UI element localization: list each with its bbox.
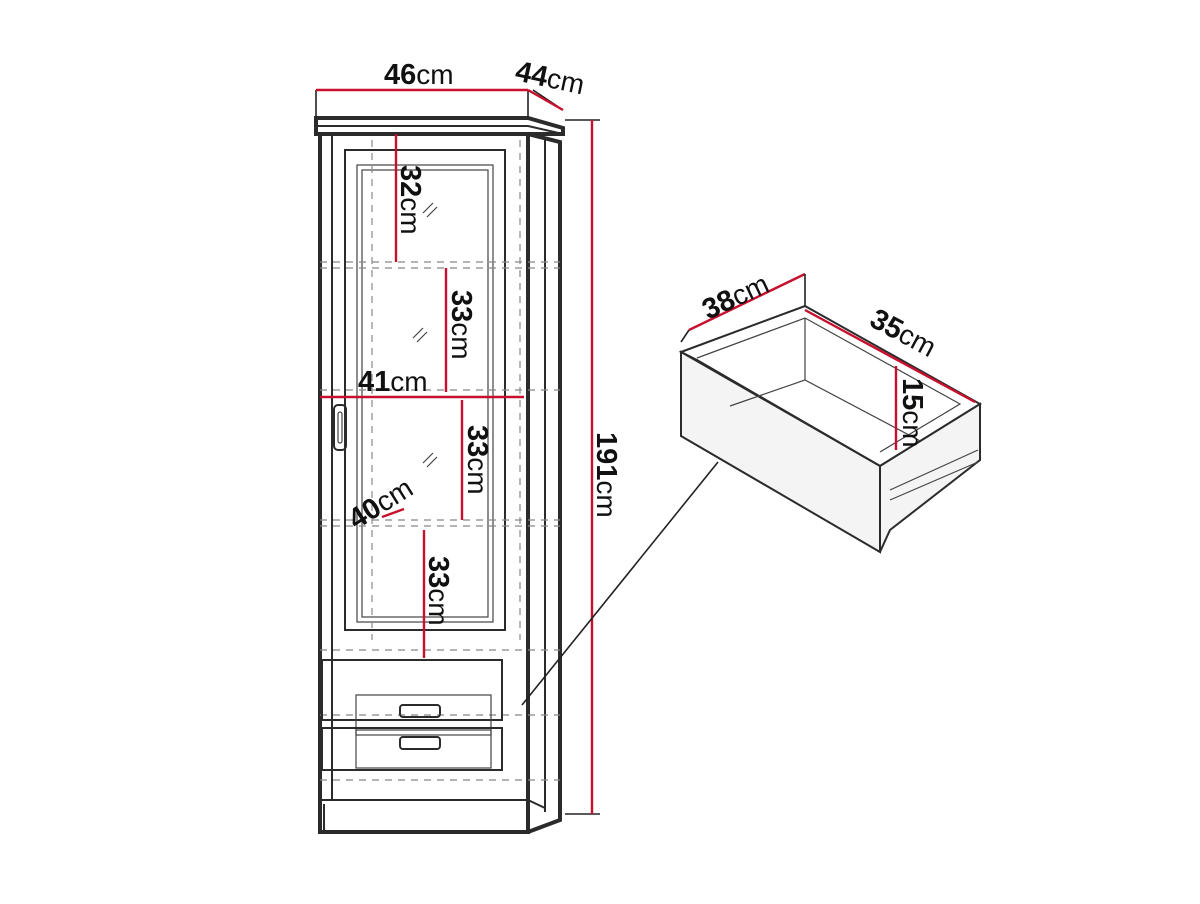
drawer-depth-label: 35cm xyxy=(865,303,941,364)
cabinet-height-label: 191cm xyxy=(590,432,622,518)
drawer-depth-dimension-line xyxy=(804,308,976,404)
shelf-4-height-label: 33cm xyxy=(422,556,454,626)
drawer-lower xyxy=(321,727,503,771)
cabinet-plinth xyxy=(320,799,546,809)
cabinet-crown xyxy=(314,116,565,136)
cabinet xyxy=(314,116,565,834)
drawer-detail xyxy=(678,272,982,554)
drawer-lower-handle xyxy=(399,736,441,750)
cabinet-width-label: 46cm xyxy=(384,59,454,91)
drawer-upper-panel xyxy=(355,694,492,736)
shelf-depth-dimension-line xyxy=(381,507,405,519)
drawer-top-inner xyxy=(696,317,962,453)
glass-reflection-2 xyxy=(412,327,428,343)
shelf-width-label: 41cm xyxy=(358,366,428,398)
door-handle-grip xyxy=(337,411,343,444)
cabinet-crown-edge xyxy=(316,125,564,135)
drawer-lower-panel xyxy=(355,729,492,769)
cabinet-front xyxy=(318,134,530,834)
height-extension-lines xyxy=(565,119,600,815)
drawer-leader-line xyxy=(521,461,719,706)
depth-dimension-line xyxy=(527,88,564,112)
shelf-depth-label: 40cm xyxy=(343,472,419,536)
drawer-width-extension-lines xyxy=(680,274,806,343)
drawer-height-label: 15cm xyxy=(896,378,928,448)
cabinet-top-dimensions xyxy=(315,88,564,118)
glass-reflection-1 xyxy=(422,202,438,218)
shelf-1-height-label: 32cm xyxy=(394,165,426,235)
cabinet-depth-label: 44cm xyxy=(513,56,588,102)
drawer-width-label: 38cm xyxy=(697,268,774,326)
drawer-right-face xyxy=(879,402,981,553)
door-handle xyxy=(333,404,347,451)
shelf-2-height-label: 33cm xyxy=(445,290,477,360)
drawer-upper xyxy=(321,659,503,721)
drawer-runner xyxy=(889,449,979,501)
shelf-3-height-label: 33cm xyxy=(461,425,493,495)
drawer-width-dimension-line xyxy=(688,272,806,332)
drawer-front-wall xyxy=(680,350,881,554)
cabinet-side xyxy=(527,132,562,834)
height-dimension xyxy=(565,119,600,815)
glass-reflection-3 xyxy=(422,452,438,468)
interior-dimensions xyxy=(320,134,524,658)
width-extension-lines xyxy=(315,90,529,118)
drawer-upper-handle xyxy=(399,704,441,718)
